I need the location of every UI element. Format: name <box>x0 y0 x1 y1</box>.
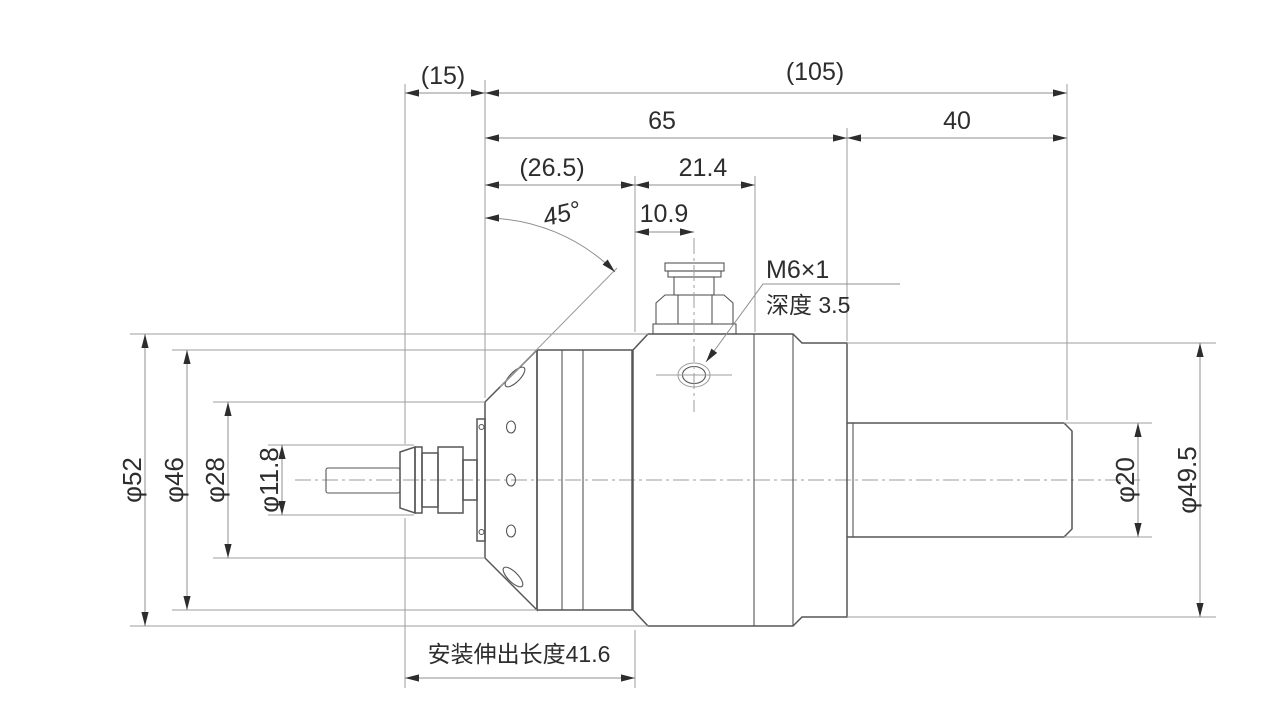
part-view <box>295 238 1140 627</box>
dim-label-40: 40 <box>943 107 971 135</box>
dim-label-dia28: φ28 <box>200 457 230 503</box>
dim-label-105: (105) <box>786 58 844 86</box>
dim-length-21-4: 21.4 <box>635 154 755 189</box>
dim-length-10-9: 10.9 <box>635 200 694 236</box>
dim-angle-45: 45° <box>484 196 616 273</box>
thread-depth-label: 深度 3.5 <box>766 292 850 318</box>
dim-length-15: (15) <box>405 62 485 97</box>
thread-callout: M6×1 深度 3.5 <box>705 256 900 363</box>
dim-dia52: φ52 <box>117 334 149 626</box>
flange-hole-upper <box>505 420 517 434</box>
dim-dia28: φ28 <box>200 402 232 558</box>
dim-label-dia20: φ20 <box>1110 457 1140 503</box>
dim-length-65: 65 <box>485 107 847 142</box>
dim-length-105: (105) <box>485 58 1067 97</box>
dim-dia46: φ46 <box>159 350 191 610</box>
dim-length-26-5: (26.5) <box>485 154 635 189</box>
flange-hole-lower <box>505 524 517 538</box>
rear-shaft <box>847 422 1073 538</box>
dimensions: (15) (105) 65 40 (26.5) 21.4 10.9 45° <box>117 58 1204 682</box>
flange-hole-center <box>505 473 517 487</box>
dim-label-dia46: φ46 <box>159 457 189 503</box>
flange-slot-top <box>504 366 526 388</box>
dim-label-10-9: 10.9 <box>640 200 689 228</box>
dim-label-26-5: (26.5) <box>519 154 584 182</box>
extension-lines <box>130 80 1216 688</box>
flange-slot-bottom <box>502 566 524 588</box>
dim-label-dia52: φ52 <box>117 457 147 503</box>
dim-dia49-5: φ49.5 <box>1172 343 1204 617</box>
dim-label-dia49-5: φ49.5 <box>1172 446 1202 513</box>
dim-label-45: 45° <box>540 196 583 232</box>
cone-angle-reference-line <box>499 267 618 388</box>
dim-label-65: 65 <box>648 107 676 135</box>
dim-dia11-8: φ11.8 <box>254 445 286 515</box>
dim-dia20: φ20 <box>1110 423 1142 537</box>
dim-length-40: 40 <box>847 107 1067 142</box>
thread-spec-label: M6×1 <box>766 256 829 284</box>
m6-hole <box>656 238 732 412</box>
front-section <box>536 349 633 611</box>
dim-label-dia11-8: φ11.8 <box>254 447 284 513</box>
dim-label-21-4: 21.4 <box>679 154 728 182</box>
dim-label-15: (15) <box>421 62 465 90</box>
dim-mount-length: 安装伸出长度41.6 <box>405 641 635 682</box>
dim-label-mount-length: 安装伸出长度41.6 <box>428 641 611 667</box>
plate-hole-bottom <box>478 528 485 536</box>
plate-hole-top <box>478 423 485 431</box>
